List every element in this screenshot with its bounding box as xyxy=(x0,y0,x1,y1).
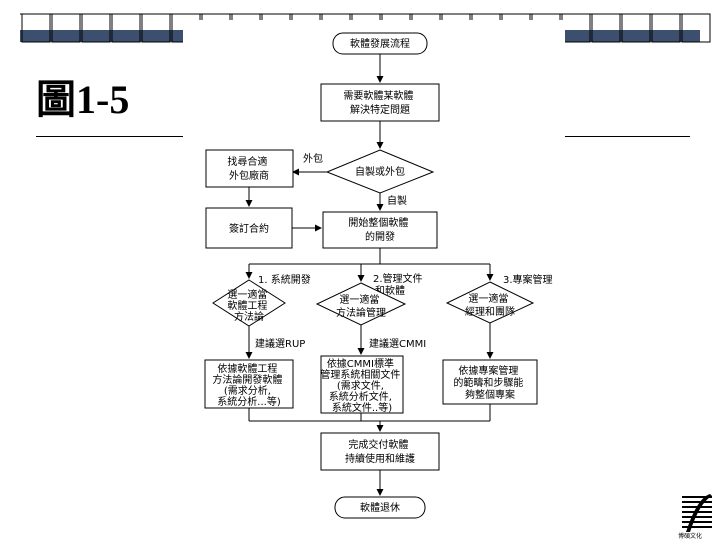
header-square xyxy=(591,13,621,43)
engineering-label: 依據軟體工程 方法論開發軟體 (需求分析, 系統分析...等) xyxy=(212,362,285,408)
start-label: 軟體發展流程 xyxy=(350,37,410,50)
branch1-label: 1. 系統開發 xyxy=(258,273,311,286)
branch3-label: 3.專案管理 xyxy=(503,273,553,286)
header-square xyxy=(21,13,51,43)
header-square xyxy=(111,13,141,43)
need-label: 需要軟體某軟體 解決特定問題 xyxy=(343,89,416,116)
pm-process-label: 依據專案管理 的範疇和步驟能 夠整個專案 xyxy=(453,364,526,401)
retire-terminal xyxy=(334,496,426,519)
slide-title: 圖1-5 xyxy=(36,77,130,122)
dev-start-label: 開始整個軟體 的開發 xyxy=(348,216,411,243)
rup-suggestion: 建議選RUP xyxy=(255,337,305,350)
vendor-process xyxy=(205,149,294,188)
header-square xyxy=(651,13,681,43)
build-or-outsource-label: 自製或外包 xyxy=(355,165,405,178)
cmmi-suggestion: 建議選CMMI xyxy=(369,337,426,350)
build-or-outsource-decision xyxy=(325,149,435,194)
publisher-logo-caption: 博碩文化 xyxy=(678,533,703,540)
method-decision-label: 選一適當 軟體工程 方法論 xyxy=(227,288,270,323)
header-square xyxy=(141,13,171,43)
pm-decision-label: 選一適當 經理和團隊 xyxy=(465,292,515,318)
vendor-label: 找尋合適 外包廠商 xyxy=(227,155,270,182)
deliver-process xyxy=(320,432,440,471)
header-square xyxy=(81,13,111,43)
pm-decision xyxy=(445,281,535,324)
start-terminal xyxy=(332,32,428,55)
publisher-logo-icon xyxy=(680,492,714,534)
contract-process xyxy=(205,207,293,249)
method-decision xyxy=(212,279,286,327)
header-square xyxy=(681,13,711,43)
mgmt-process xyxy=(320,355,404,414)
retire-label: 軟體退休 xyxy=(360,501,400,514)
contract-label: 簽訂合約 xyxy=(229,222,269,235)
mgmt-process-label: 依據CMMI標準 管理系統相關文件 (需求文件, 系統分析文件, 系統文件..等… xyxy=(320,357,403,414)
flow-edges xyxy=(245,54,494,496)
header-square xyxy=(51,13,81,43)
pm-process xyxy=(442,359,538,405)
selfmake-edge-label: 自製 xyxy=(387,194,407,207)
flowchart: 軟體發展流程 需要軟體某軟體 解決特定問題 自製或外包 外包 自製 找尋合適 外… xyxy=(183,20,565,525)
mgmt-decision xyxy=(315,282,407,326)
deliver-label: 完成交付軟體 持續使用和維護 xyxy=(345,438,415,465)
header-square xyxy=(621,13,651,43)
dev-start-process xyxy=(322,211,438,249)
engineering-process xyxy=(204,359,294,409)
need-process xyxy=(320,83,440,122)
outsource-edge-label: 外包 xyxy=(303,152,323,165)
mgmt-decision-label: 選一適當 方法論管理 xyxy=(336,293,386,319)
